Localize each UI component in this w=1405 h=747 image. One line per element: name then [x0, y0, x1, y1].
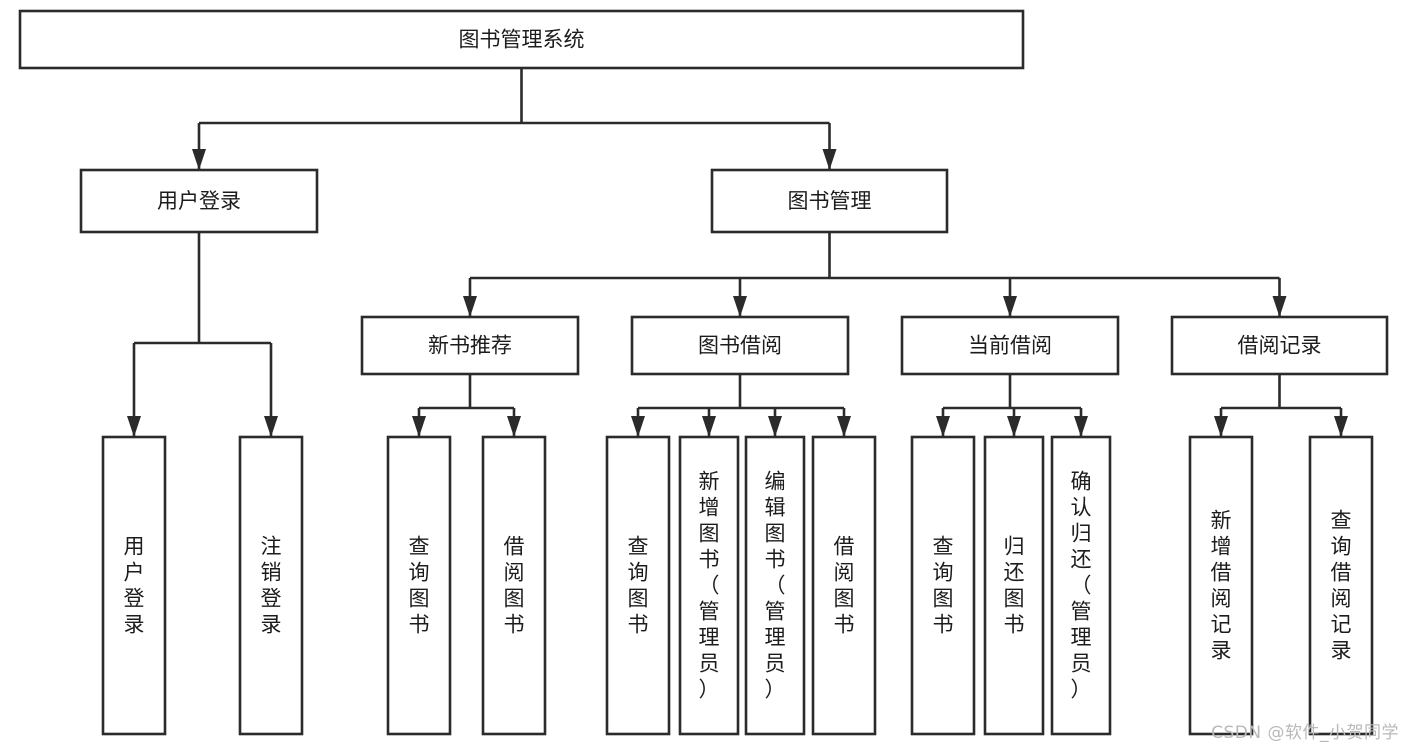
node-label: 归还图书	[1004, 535, 1025, 637]
arrow-head	[702, 416, 716, 437]
arrow-head	[631, 416, 645, 437]
node-label: 新书推荐	[428, 334, 512, 358]
node-label: 编辑图书（管理员）	[765, 470, 786, 702]
node-leaf-query-book-3[interactable]: 查询图书	[910, 435, 976, 736]
node-box[interactable]	[238, 435, 304, 736]
node-box[interactable]	[710, 168, 949, 234]
node-label: 查询图书	[409, 535, 430, 637]
node-box[interactable]	[605, 435, 671, 736]
node-book-borrow[interactable]: 图书借阅	[630, 315, 850, 376]
arrow-head	[837, 416, 851, 437]
node-box[interactable]	[900, 315, 1120, 376]
node-label: 借阅记录	[1238, 334, 1322, 358]
node-leaf-user-login[interactable]: 用户登录	[101, 435, 167, 736]
node-box[interactable]	[101, 435, 167, 736]
node-leaf-logout[interactable]: 注销登录	[238, 435, 304, 736]
node-leaf-query-book-1[interactable]: 查询图书	[386, 435, 452, 736]
node-box[interactable]	[386, 435, 452, 736]
arrow-head	[127, 416, 141, 437]
node-box[interactable]	[983, 435, 1045, 736]
arrow-head	[463, 296, 477, 317]
node-box[interactable]	[79, 168, 319, 234]
node-box[interactable]	[360, 315, 580, 376]
node-box[interactable]	[481, 435, 547, 736]
node-leaf-borrow-book-1[interactable]: 借阅图书	[481, 435, 547, 736]
node-leaf-confirm-return[interactable]: 确认归还（管理员）	[1050, 435, 1112, 736]
arrow-head	[1272, 296, 1287, 317]
arrow-head	[733, 296, 747, 317]
arrow-head	[507, 416, 521, 437]
node-label: 查询图书	[628, 535, 649, 637]
node-label: 新增图书（管理员）	[699, 470, 720, 702]
node-label: 图书借阅	[698, 334, 782, 358]
node-leaf-query-book-2[interactable]: 查询图书	[605, 435, 671, 736]
node-root[interactable]: 图书管理系统	[18, 9, 1025, 70]
arrow-head	[822, 149, 837, 170]
node-label: 用户登录	[157, 189, 241, 213]
node-leaf-borrow-book-2[interactable]: 借阅图书	[811, 435, 877, 736]
arrow-head	[936, 416, 950, 437]
node-box[interactable]	[1050, 435, 1112, 736]
edges-layer	[127, 68, 1348, 437]
node-box[interactable]	[678, 435, 740, 736]
node-box[interactable]	[1170, 315, 1389, 376]
node-label: 新增借阅记录	[1211, 509, 1232, 663]
node-label: 确认归还（管理员）	[1071, 470, 1092, 702]
node-leaf-query-record[interactable]: 查询借阅记录	[1308, 435, 1374, 736]
node-leaf-add-record[interactable]: 新增借阅记录	[1188, 435, 1254, 736]
node-box[interactable]	[744, 435, 806, 736]
node-label: 当前借阅	[968, 334, 1052, 358]
nodes-layer: 图书管理系统用户登录图书管理新书推荐图书借阅当前借阅借阅记录用户登录注销登录查询…	[18, 9, 1389, 736]
node-box[interactable]	[18, 9, 1025, 70]
arrow-head	[1214, 416, 1228, 437]
arrow-head	[1074, 416, 1088, 437]
node-borrow-record[interactable]: 借阅记录	[1170, 315, 1389, 376]
arrow-head	[1334, 416, 1348, 437]
arrow-head	[412, 416, 426, 437]
node-box[interactable]	[1188, 435, 1254, 736]
node-label: 查询图书	[933, 535, 954, 637]
node-label: 借阅图书	[834, 535, 855, 637]
node-label: 图书管理	[788, 189, 872, 213]
node-label: 图书管理系统	[459, 28, 585, 52]
node-label: 借阅图书	[504, 535, 525, 637]
node-box[interactable]	[1308, 435, 1374, 736]
arrow-head	[192, 149, 206, 170]
node-current-borrow[interactable]: 当前借阅	[900, 315, 1120, 376]
node-box[interactable]	[910, 435, 976, 736]
csdn-watermark: CSDN @软件_小贺同学	[1211, 723, 1399, 743]
arrow-head	[1003, 296, 1017, 317]
node-leaf-add-book[interactable]: 新增图书（管理员）	[678, 435, 740, 736]
node-new-book-rec[interactable]: 新书推荐	[360, 315, 580, 376]
node-leaf-return-book[interactable]: 归还图书	[983, 435, 1045, 736]
node-label: 查询借阅记录	[1331, 509, 1352, 663]
arrow-head	[1007, 416, 1021, 437]
node-user-login[interactable]: 用户登录	[79, 168, 319, 234]
node-label: 注销登录	[261, 535, 282, 637]
node-leaf-edit-book[interactable]: 编辑图书（管理员）	[744, 435, 806, 736]
arrow-head	[264, 416, 278, 437]
arrow-head	[768, 416, 782, 437]
node-box[interactable]	[630, 315, 850, 376]
node-label: 用户登录	[124, 535, 145, 637]
node-book-manage[interactable]: 图书管理	[710, 168, 949, 234]
node-box[interactable]	[811, 435, 877, 736]
